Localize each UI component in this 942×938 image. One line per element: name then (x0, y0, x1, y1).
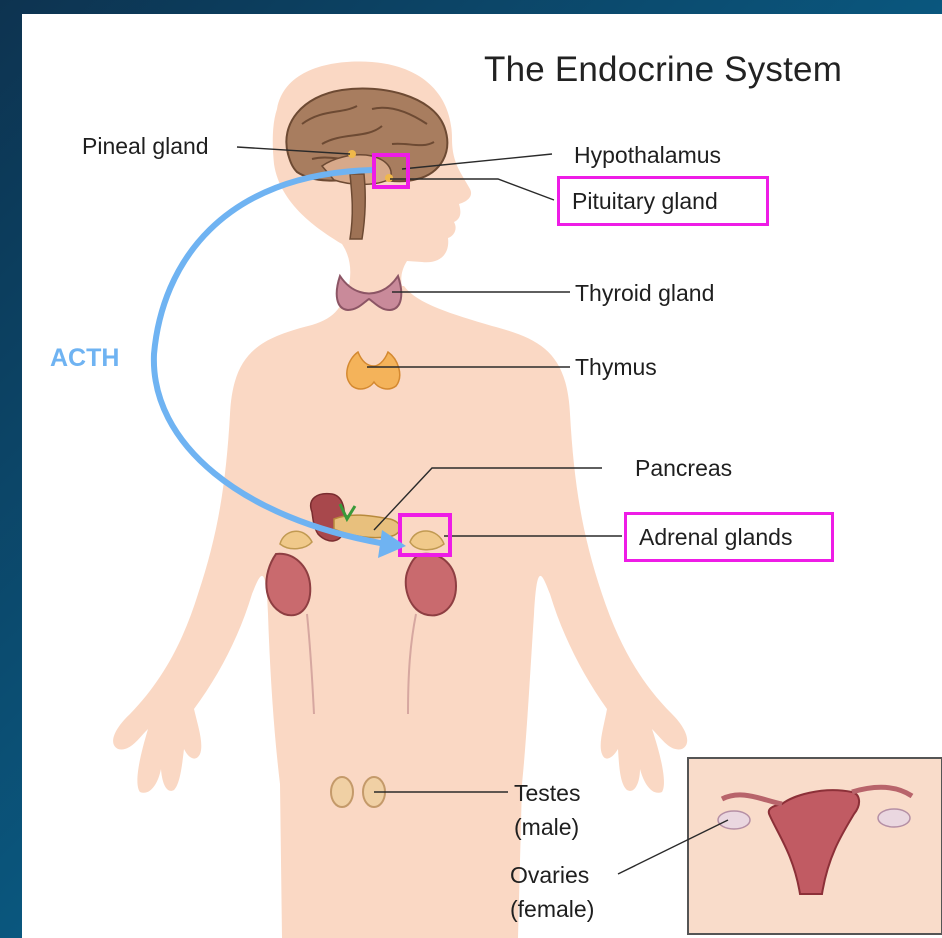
label-pineal: Pineal gland (82, 131, 209, 161)
label-thyroid: Thyroid gland (575, 278, 714, 308)
acth-label: ACTH (50, 344, 119, 373)
diagram-title: The Endocrine System (484, 50, 924, 90)
label-pituitary: Pituitary gland (557, 176, 769, 226)
label-thymus: Thymus (575, 352, 657, 382)
label-hypothalamus: Hypothalamus (574, 140, 721, 170)
diagram-canvas: The Endocrine System Pineal gland Hypoth… (22, 14, 942, 938)
label-pancreas: Pancreas (635, 453, 732, 483)
label-ovaries: Ovaries (510, 860, 589, 890)
label-testes-sub: (male) (514, 812, 579, 842)
label-adrenal: Adrenal glands (624, 512, 834, 562)
ovaries-inset (688, 758, 942, 934)
label-ovaries-sub: (female) (510, 894, 594, 924)
label-testes: Testes (514, 778, 580, 808)
